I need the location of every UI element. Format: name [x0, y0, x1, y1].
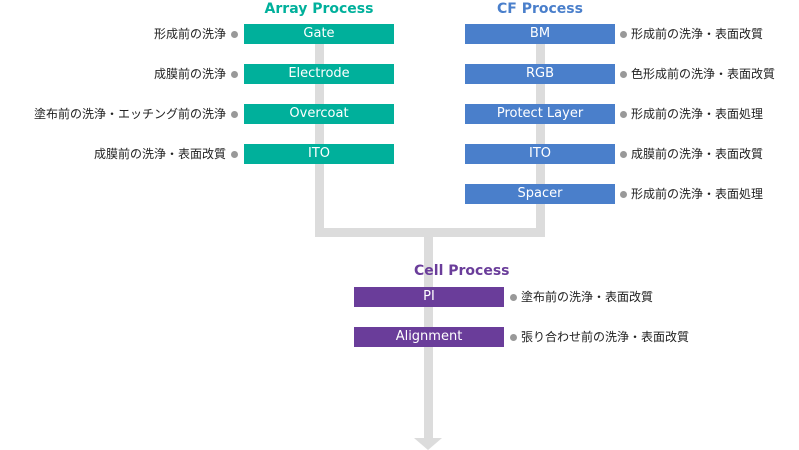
cf-step-protect-layer: Protect Layer	[465, 104, 615, 124]
bullet-dot-icon	[620, 150, 627, 158]
bullet-dot-icon	[620, 30, 627, 38]
cf-note-bm: 形成前の洗浄・表面改質	[620, 24, 763, 44]
cf-step-bm: BM	[465, 24, 615, 44]
cf-note-spacer: 形成前の洗浄・表面処理	[620, 184, 763, 204]
bullet-dot-icon	[231, 30, 238, 38]
cf-note-protect-layer: 形成前の洗浄・表面処理	[620, 104, 763, 124]
cell-note-alignment: 張り合わせ前の洗浄・表面改質	[510, 327, 689, 347]
bullet-dot-icon	[510, 293, 517, 301]
bullet-dot-icon	[510, 333, 517, 341]
array-step-overcoat: Overcoat	[244, 104, 394, 124]
cell-step-alignment: Alignment	[354, 327, 504, 347]
cf-flow-line	[536, 35, 545, 237]
output-arrow-icon	[414, 438, 442, 450]
array-note-gate: 形成前の洗浄	[154, 24, 238, 44]
bullet-dot-icon	[231, 70, 238, 78]
cf-note-rgb: 色形成前の洗浄・表面改質	[620, 64, 775, 84]
array-note-overcoat: 塗布前の洗浄・エッチング前の洗浄	[34, 104, 238, 124]
bullet-dot-icon	[620, 110, 627, 118]
array-step-electrode: Electrode	[244, 64, 394, 84]
array-flow-line	[315, 35, 324, 237]
array-note-electrode: 成膜前の洗浄	[154, 64, 238, 84]
bullet-dot-icon	[231, 150, 238, 158]
bullet-dot-icon	[620, 70, 627, 78]
cell-step-pi: PI	[354, 287, 504, 307]
array-step-gate: Gate	[244, 24, 394, 44]
array-process-title: Array Process	[264, 1, 374, 17]
bullet-dot-icon	[620, 190, 627, 198]
cell-note-pi: 塗布前の洗浄・表面改質	[510, 287, 653, 307]
cf-step-rgb: RGB	[465, 64, 615, 84]
cf-process-title: CF Process	[497, 1, 583, 17]
array-note-ito: 成膜前の洗浄・表面改質	[94, 144, 238, 164]
array-step-ito: ITO	[244, 144, 394, 164]
cf-step-spacer: Spacer	[465, 184, 615, 204]
bullet-dot-icon	[231, 110, 238, 118]
cf-note-ito: 成膜前の洗浄・表面改質	[620, 144, 763, 164]
cell-process-title: Cell Process	[414, 263, 510, 279]
cf-step-ito: ITO	[465, 144, 615, 164]
